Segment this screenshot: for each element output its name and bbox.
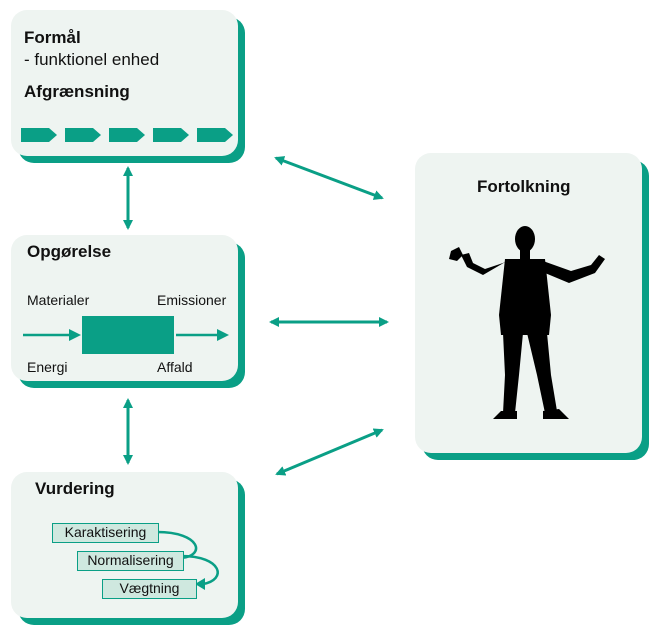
formaal-title: Formål xyxy=(24,28,81,47)
inventory-flow xyxy=(23,316,229,354)
chevron-arrow-icon xyxy=(21,128,57,142)
presenter-silhouette-icon xyxy=(449,226,605,419)
chevron-arrow-icon xyxy=(197,128,233,142)
materialer-label: Materialer xyxy=(27,292,90,308)
formaal-subtitle: - funktionel enhed xyxy=(24,50,160,69)
opgoerelse-title: Opgørelse xyxy=(27,242,112,261)
afgraensning-heading: Afgrænsning xyxy=(24,82,130,101)
process-block xyxy=(82,316,174,354)
flow-out-arrowhead-icon xyxy=(217,329,229,341)
vurdering-box: Vurdering Karaktisering Normalisering Væ… xyxy=(11,472,238,618)
affald-label: Affald xyxy=(157,359,193,375)
fortolkning-title: Fortolkning xyxy=(477,177,571,196)
double-arrow-icon xyxy=(275,428,384,476)
step-normalisering: Normalisering xyxy=(77,551,184,571)
chevron-arrow-icon xyxy=(65,128,101,142)
step-vaegtning: Vægtning xyxy=(102,579,197,599)
chevron-arrow-row xyxy=(21,128,233,142)
step-karaktisering: Karaktisering xyxy=(52,523,159,543)
energi-label: Energi xyxy=(27,359,68,375)
opgoerelse-box: Opgørelse Materialer Emissioner Energi A… xyxy=(11,235,238,381)
emissioner-label: Emissioner xyxy=(157,292,227,308)
flow-in-arrowhead-icon xyxy=(69,329,81,341)
double-arrow-icon xyxy=(274,156,384,200)
chevron-arrow-icon xyxy=(153,128,189,142)
chevron-arrow-icon xyxy=(109,128,145,142)
fortolkning-box: Fortolkning xyxy=(415,153,642,453)
vurdering-title: Vurdering xyxy=(35,479,115,498)
formaal-box: Formål - funktionel enhed Afgrænsning xyxy=(11,10,238,156)
